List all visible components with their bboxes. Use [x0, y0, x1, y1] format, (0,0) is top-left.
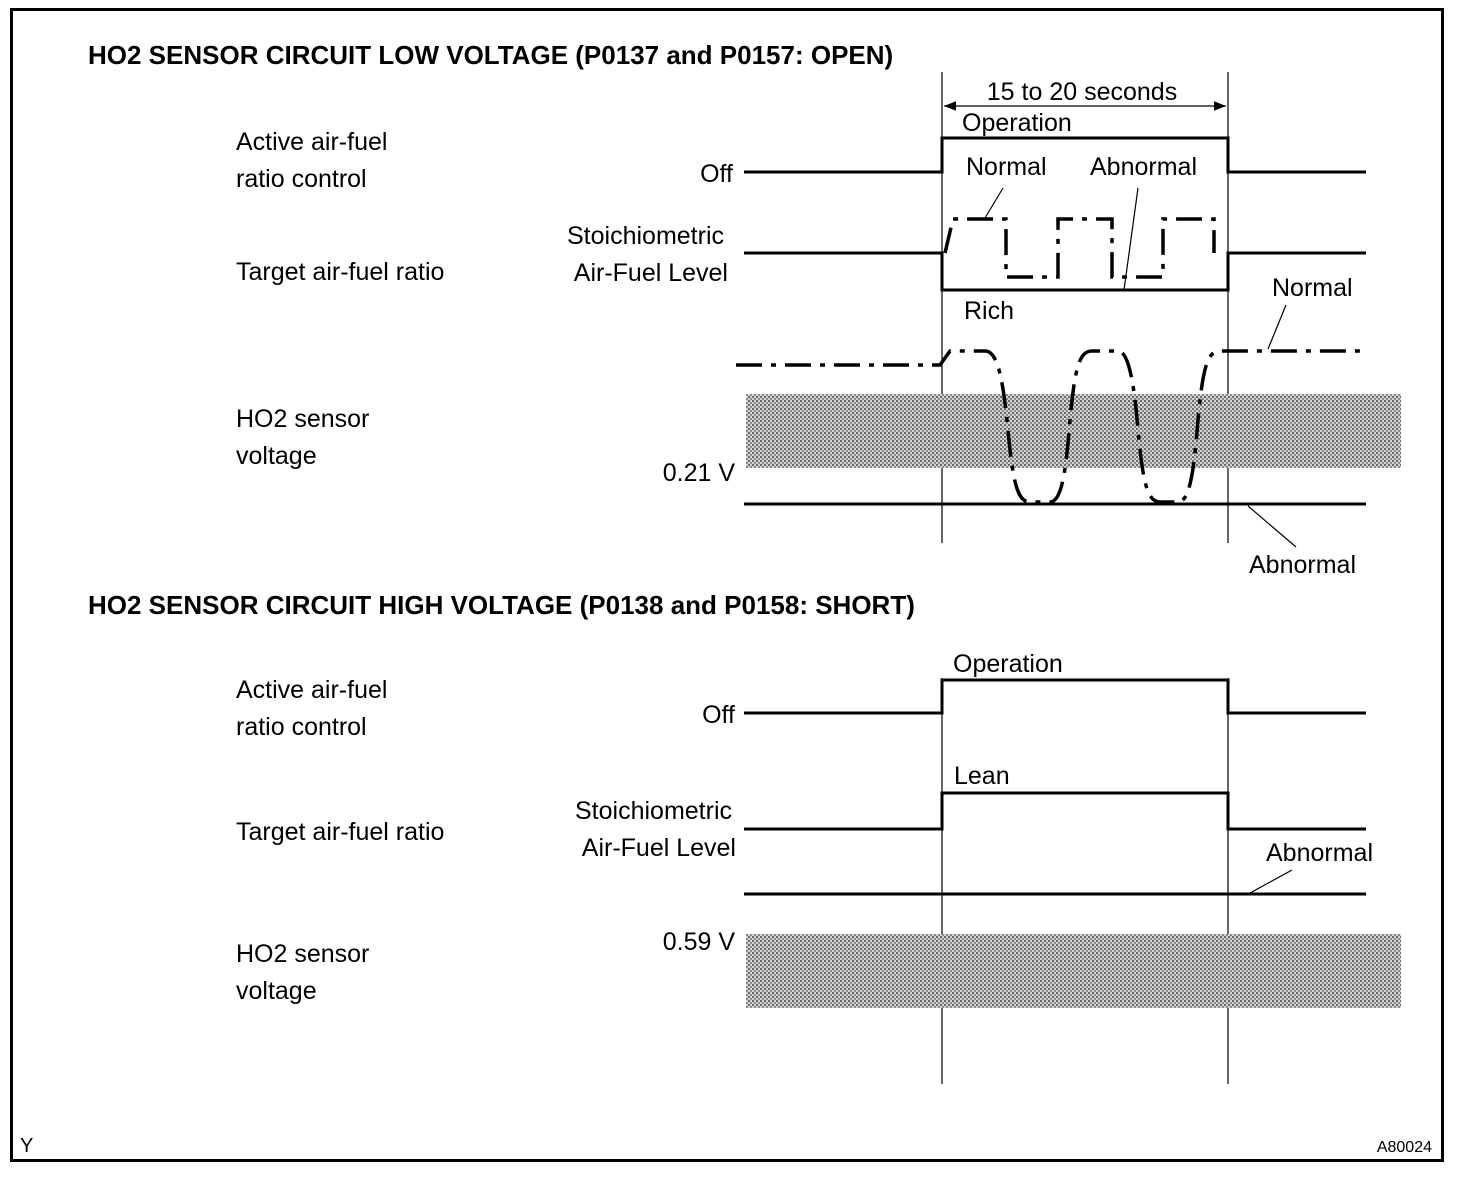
high-sensor-label-2: voltage	[236, 977, 317, 1005]
low-sensor-label-1: HO2 sensor	[236, 405, 369, 433]
low-operation-label: Operation	[962, 109, 1072, 137]
low-stoich-label-1: Stoichiometric	[567, 222, 724, 250]
high-active-label-1: Active air-fuel	[236, 676, 387, 704]
low-sensor-normal-leader	[1267, 304, 1287, 350]
low-voltage-title: HO2 SENSOR CIRCUIT LOW VOLTAGE (P0137 an…	[88, 40, 893, 70]
high-active-control-trace	[744, 678, 1366, 715]
low-target-normal-label: Normal	[966, 153, 1047, 181]
low-target-label: Target air-fuel ratio	[236, 258, 444, 286]
low-sensor-abnormal-leader	[1247, 505, 1297, 548]
high-target-trace	[744, 791, 1366, 831]
low-active-label-1: Active air-fuel	[236, 128, 387, 156]
high-sensor-label-1: HO2 sensor	[236, 940, 369, 968]
low-target-normal-trace	[943, 217, 1216, 279]
low-target-normal-leader	[984, 187, 1004, 219]
low-sensor-abnormal-label: Abnormal	[1249, 551, 1356, 579]
high-target-label: Target air-fuel ratio	[236, 818, 444, 846]
high-stoich-label-1: Stoichiometric	[575, 797, 732, 825]
low-threshold-label: 0.21 V	[663, 459, 736, 487]
low-active-label-2: ratio control	[236, 165, 367, 193]
low-target-abnormal-label: Abnormal	[1090, 153, 1197, 181]
low-sensor-label-2: voltage	[236, 442, 317, 470]
duration-label: 15 to 20 seconds	[987, 78, 1177, 106]
high-lean-label: Lean	[954, 762, 1010, 790]
low-rich-label: Rich	[964, 297, 1014, 325]
high-abnormal-label: Abnormal	[1266, 839, 1373, 867]
low-active-control-trace	[744, 136, 1366, 174]
footer-left-mark: Y	[20, 1135, 33, 1157]
high-off-label: Off	[702, 701, 735, 729]
low-target-abnormal-leader	[1123, 187, 1139, 291]
low-target-abnormal-trace	[744, 251, 1366, 292]
high-active-label-2: ratio control	[236, 713, 367, 741]
low-sensor-normal-trace	[736, 349, 1368, 504]
high-voltage-title: HO2 SENSOR CIRCUIT HIGH VOLTAGE (P0138 a…	[88, 590, 915, 620]
high-operation-label: Operation	[953, 650, 1063, 678]
high-threshold-label: 0.59 V	[663, 928, 736, 956]
low-off-label: Off	[700, 160, 733, 188]
low-voltage-band	[746, 394, 1401, 468]
figure-id: A80024	[1377, 1139, 1432, 1156]
high-abnormal-leader	[1249, 869, 1293, 894]
high-stoich-label-2: Air-Fuel Level	[582, 834, 736, 862]
low-sensor-normal-label: Normal	[1272, 274, 1353, 302]
high-voltage-band	[746, 934, 1401, 1008]
low-stoich-label-2: Air-Fuel Level	[574, 259, 728, 287]
